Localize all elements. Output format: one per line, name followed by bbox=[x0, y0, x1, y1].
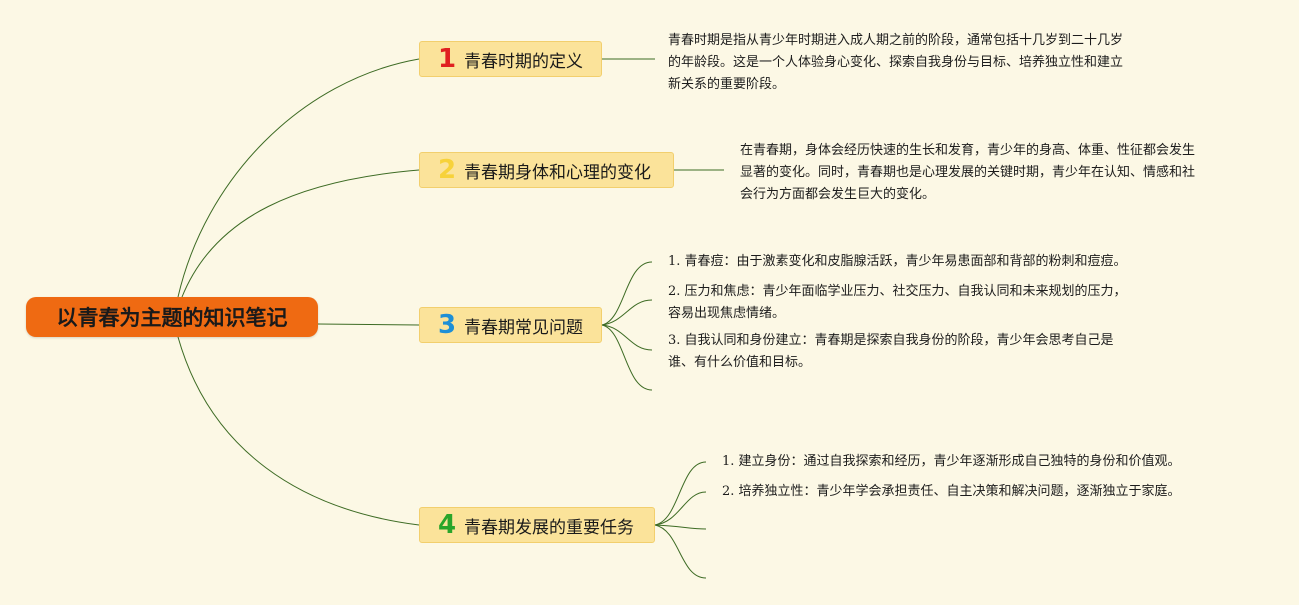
topic-4-label: 青春期发展的重要任务 bbox=[464, 517, 634, 538]
topic-4-item-1: 1. 建立身份：通过自我探索和经历，青少年逐渐形成自己独特的身份和价值观。 bbox=[722, 451, 1181, 473]
connector-root-topic-1 bbox=[177, 58, 420, 298]
topic-2[interactable]: 2 青春期身体和心理的变化 bbox=[419, 152, 674, 188]
topic-3-item-line: 谁、有什么价值和目标。 bbox=[668, 355, 812, 370]
topic-4-item-line: 1. 建立身份：通过自我探索和经历，青少年逐渐形成自己独特的身份和价值观。 bbox=[722, 454, 1181, 469]
topic-3-item-line: 1. 青春痘：由于激素变化和皮脂腺活跃，青少年易患面部和背部的粉刺和痘痘。 bbox=[668, 254, 1127, 269]
connector-topic-4-item-1 bbox=[654, 461, 707, 526]
topic-2-label: 青春期身体和心理的变化 bbox=[464, 162, 651, 183]
topic-3-item-3: 3. 自我认同和身份建立：青春期是探索自我身份的阶段，青少年会思考自己是 谁、有… bbox=[668, 330, 1114, 374]
topic-2-paragraph-line: 显著的变化。同时，青春期也是心理发展的关键时期，青少年在认知、情感和社 bbox=[740, 165, 1196, 180]
topic-4-item-line: 2. 培养独立性：青少年学会承担责任、自主决策和解决问题，逐渐独立于家庭。 bbox=[722, 484, 1181, 499]
topic-1-number: 1 bbox=[437, 44, 457, 74]
connector-root-topic-4 bbox=[177, 336, 420, 526]
topic-3-item-2: 2. 压力和焦虑：青少年面临学业压力、社交压力、自我认同和未来规划的压力， 容易… bbox=[668, 281, 1127, 325]
central-topic[interactable]: 以青春为主题的知识笔记 bbox=[26, 297, 318, 337]
topic-2-paragraph-line: 在青春期，身体会经历快速的生长和发育，青少年的身高、体重、性征都会发生 bbox=[740, 143, 1196, 158]
topic-3-item-line: 容易出现焦虑情绪。 bbox=[668, 306, 786, 321]
topic-1-paragraph-line: 青春时期是指从青少年时期进入成人期之前的阶段，通常包括十几岁到二十几岁 bbox=[668, 33, 1124, 48]
connector-topic-3-item-1 bbox=[601, 261, 653, 326]
connector-root-topic-2 bbox=[181, 169, 420, 298]
topic-1-label: 青春时期的定义 bbox=[464, 51, 583, 72]
topic-3-item-line: 2. 压力和焦虑：青少年面临学业压力、社交压力、自我认同和未来规划的压力， bbox=[668, 284, 1127, 299]
central-topic-label: 以青春为主题的知识笔记 bbox=[56, 306, 288, 330]
topic-2-paragraph: 在青春期，身体会经历快速的生长和发育，青少年的身高、体重、性征都会发生 显著的变… bbox=[740, 140, 1195, 206]
topic-3-number: 3 bbox=[437, 310, 457, 340]
topic-4[interactable]: 4 青春期发展的重要任务 bbox=[419, 507, 655, 543]
topic-1-paragraph-line: 的年龄段。这是一个人体验身心变化、探索自我身份与目标、培养独立性和建立 bbox=[668, 55, 1124, 70]
topic-1-paragraph: 青春时期是指从青少年时期进入成人期之前的阶段，通常包括十几岁到二十几岁 的年龄段… bbox=[668, 30, 1123, 96]
topic-1-paragraph-line: 新关系的重要阶段。 bbox=[668, 77, 786, 92]
topic-4-item-2: 2. 培养独立性：青少年学会承担责任、自主决策和解决问题，逐渐独立于家庭。 bbox=[722, 481, 1181, 503]
topic-3-item-line: 3. 自我认同和身份建立：青春期是探索自我身份的阶段，青少年会思考自己是 bbox=[668, 333, 1114, 348]
topic-3-label: 青春期常见问题 bbox=[464, 317, 583, 338]
connector-topic-3-empty bbox=[601, 324, 653, 391]
connector-root-topic-3 bbox=[317, 323, 420, 326]
topic-2-number: 2 bbox=[437, 155, 457, 185]
topic-1[interactable]: 1 青春时期的定义 bbox=[419, 41, 602, 77]
connector-topic-3-item-2 bbox=[601, 299, 653, 326]
topic-2-paragraph-line: 会行为方面都会发生巨大的变化。 bbox=[740, 187, 936, 202]
connector-topic-4-item-2 bbox=[654, 491, 707, 526]
connector-topic-4-empty-1 bbox=[654, 524, 707, 530]
connector-topic-3-item-3 bbox=[601, 324, 653, 351]
topic-3[interactable]: 3 青春期常见问题 bbox=[419, 307, 602, 343]
connector-topic-4-empty-2 bbox=[654, 524, 707, 579]
topic-3-item-1: 1. 青春痘：由于激素变化和皮脂腺活跃，青少年易患面部和背部的粉刺和痘痘。 bbox=[668, 251, 1127, 273]
topic-4-number: 4 bbox=[437, 510, 457, 540]
